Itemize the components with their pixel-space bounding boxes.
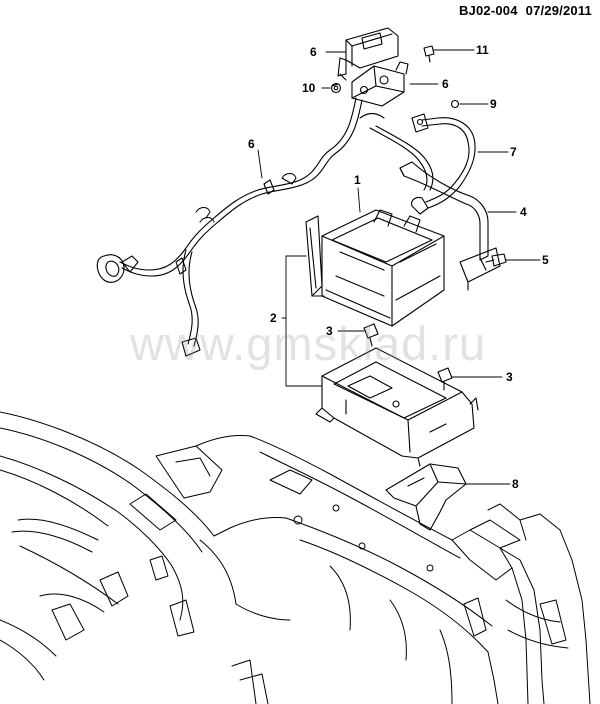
terminal-cover [337,27,399,77]
callout-4: 4 [520,205,527,219]
callout-7: 7 [510,145,517,159]
callout-1: 1 [354,173,361,187]
callout-10: 10 [302,81,316,95]
callout-8: 8 [512,477,519,491]
battery-hold-down-bracket [399,161,501,291]
callout-2: 2 [270,311,277,325]
bolt-5 [485,253,507,267]
callout-11: 11 [476,43,489,57]
callout-5: 5 [542,253,549,267]
negative-battery-cable [411,113,476,215]
callout-9: 9 [490,97,497,111]
callout-6-terminal: 6 [442,77,449,91]
tray-support-bracket [385,463,467,531]
positive-terminal-block [351,61,409,107]
callout-3-tray: 3 [506,370,513,384]
battery [321,209,445,327]
bolt-11 [423,45,435,63]
callout-6-cover: 6 [310,45,317,59]
diagram-date: 07/29/2011 [525,3,592,18]
callout-6-harness: 6 [248,137,255,151]
battery-side-retainer [305,215,325,297]
nut-9 [450,99,460,109]
watermark: www.gmsklad.ru [130,317,487,370]
diagram-code: BJ02-004 [458,3,518,18]
callout-3-upper: 3 [326,324,333,338]
bolt-3-tray [437,367,453,391]
callout-labels: 1 2 3 3 4 5 6 6 6 7 8 9 10 11 [248,43,549,491]
nut-10 [330,82,342,94]
battery-wiring-harness [96,73,434,357]
bolt-3-upper [363,323,379,347]
battery-tray [315,347,479,467]
callout-leaders [257,49,541,485]
diagram-header: BJ02-004 07/29/2011 [459,3,592,18]
vehicle-body-structure [0,411,591,704]
